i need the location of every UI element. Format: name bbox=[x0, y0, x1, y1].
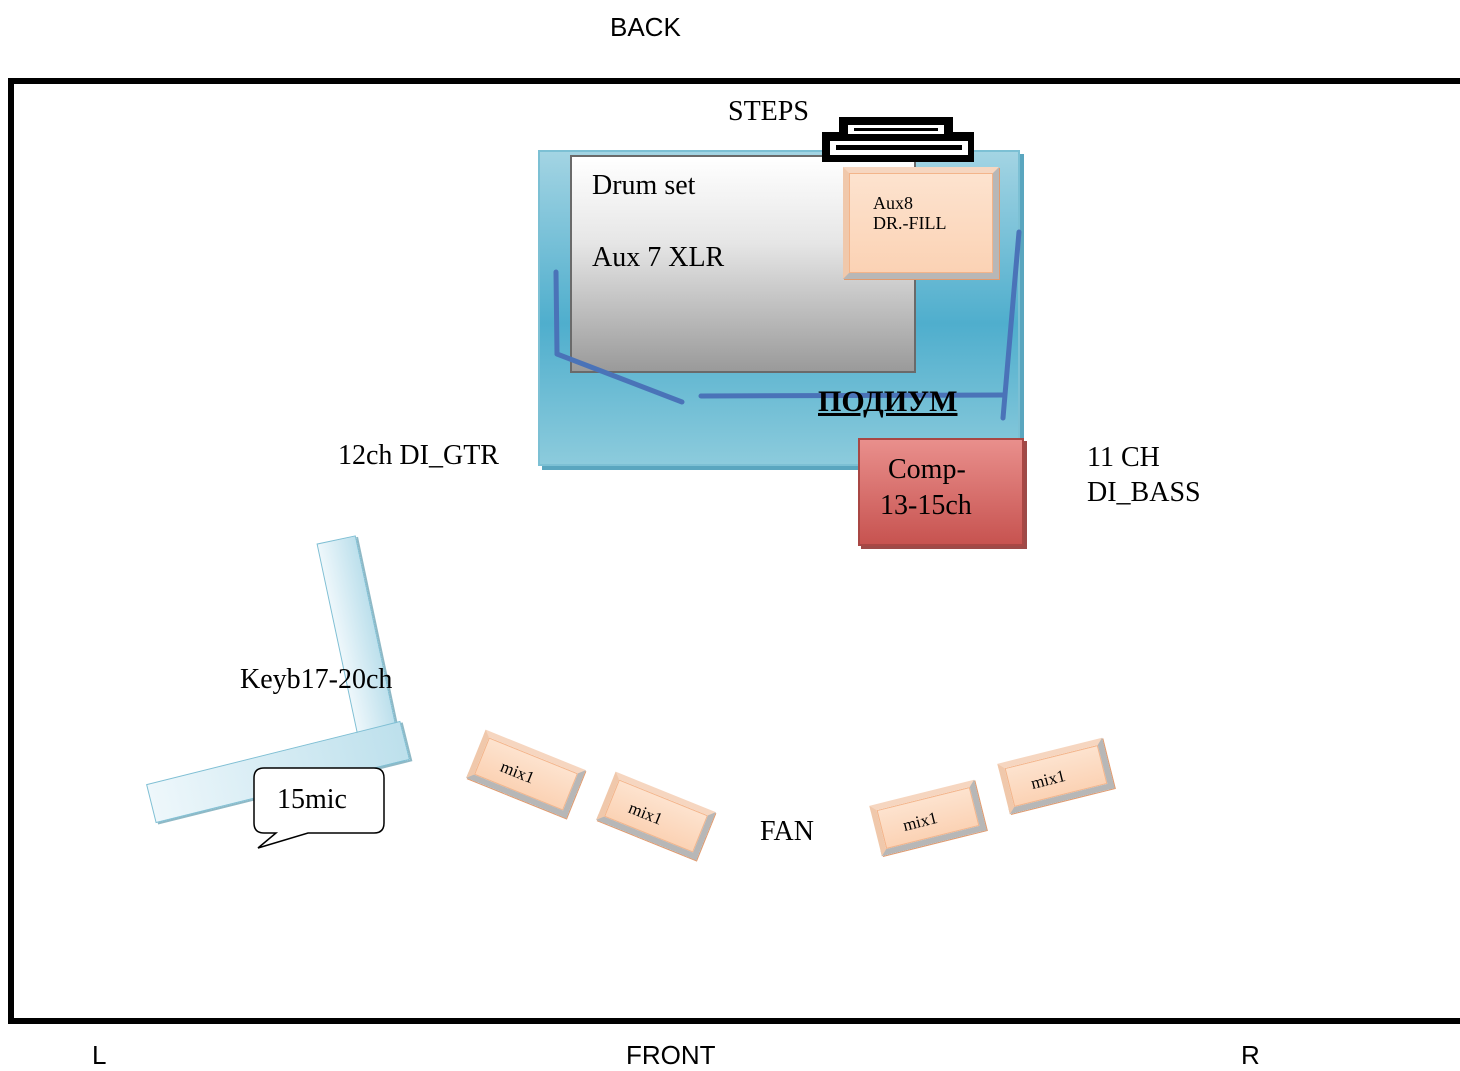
monitor-label: mix1 bbox=[1028, 766, 1068, 793]
steps-label: STEPS bbox=[728, 96, 809, 127]
bass-di-label-line2: DI_BASS bbox=[1087, 477, 1201, 508]
back-label: BACK bbox=[610, 12, 681, 42]
monitor-label: mix1 bbox=[497, 756, 538, 788]
drum-set-label: Drum set bbox=[592, 170, 696, 201]
comp-label-line2: 13-15ch bbox=[880, 490, 972, 521]
aux8-label: Aux8 bbox=[873, 193, 913, 213]
bass-di-label-line1: 11 CH bbox=[1087, 442, 1160, 473]
aux7-label: Aux 7 XLR bbox=[592, 242, 725, 273]
drum-shield bbox=[553, 229, 1022, 421]
gtr-di-label: 12ch DI_GTR bbox=[338, 440, 499, 471]
steps-icon bbox=[822, 117, 974, 162]
dr-fill-label: DR.-FILL bbox=[873, 213, 947, 233]
stage-outline bbox=[8, 78, 1460, 1024]
keyboard-label: Keyb17-20ch bbox=[240, 664, 393, 695]
fan-label: FAN bbox=[760, 816, 814, 847]
left-label: L bbox=[92, 1040, 107, 1070]
mic-callout bbox=[253, 767, 385, 849]
mic-label: 15mic bbox=[277, 784, 347, 815]
podium-label: ПОДИУМ bbox=[818, 385, 958, 418]
front-label: FRONT bbox=[626, 1040, 716, 1070]
monitor-label: mix1 bbox=[625, 798, 666, 829]
right-label: R bbox=[1241, 1040, 1260, 1070]
comp-label-line1: Comp- bbox=[888, 454, 966, 485]
aux8-drum-fill-monitor: Aux8 DR.-FILL bbox=[843, 167, 999, 279]
monitor-label: mix1 bbox=[900, 808, 940, 835]
comp-rack: Comp- 13-15ch bbox=[858, 438, 1024, 546]
